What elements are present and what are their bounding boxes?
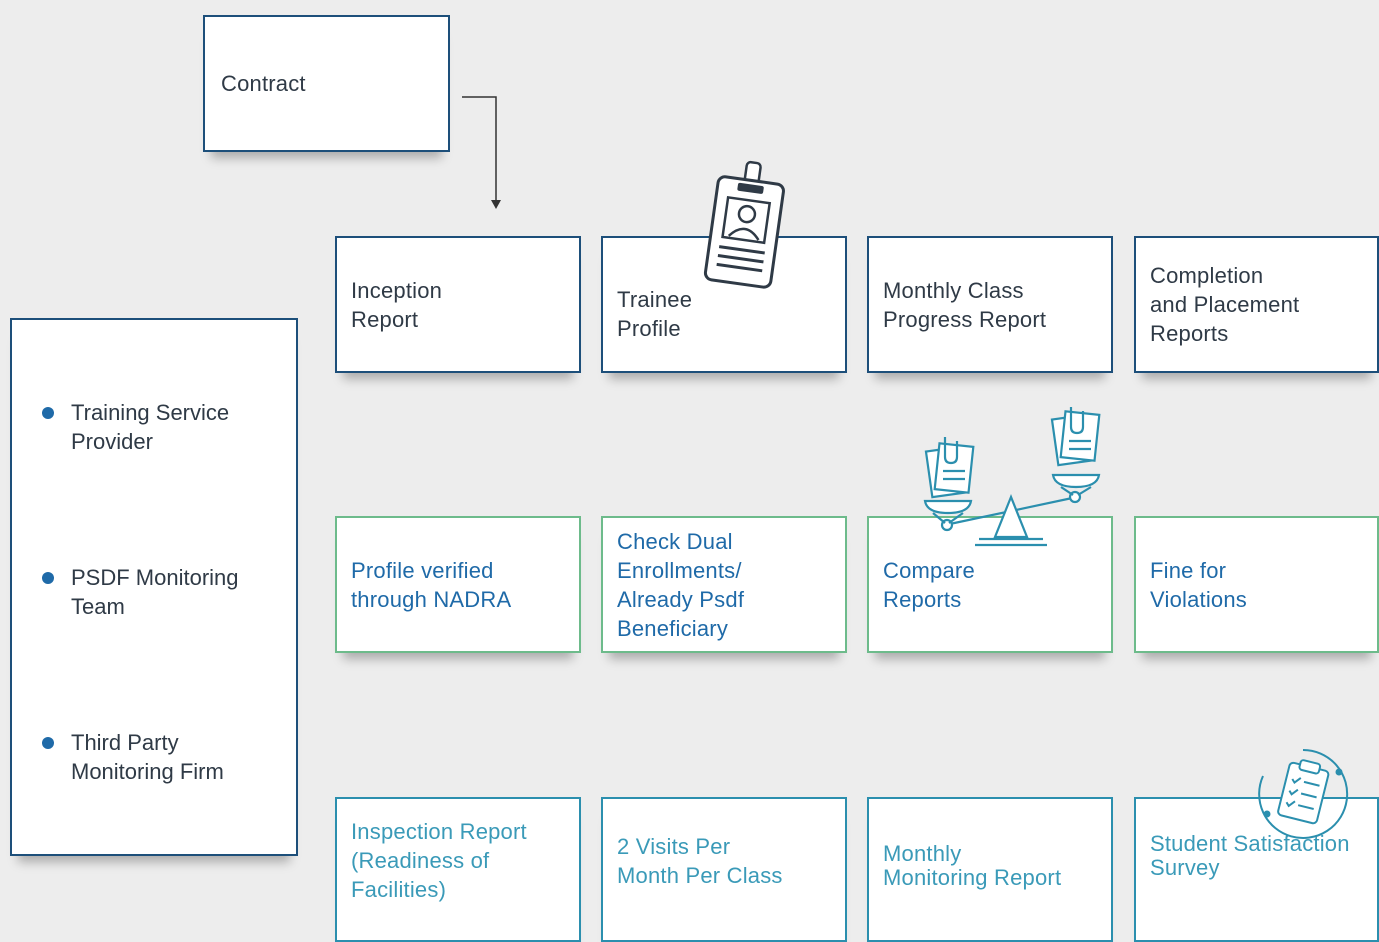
- fine-for-violations-label: Fine for Violations: [1150, 557, 1247, 612]
- contract-box: Contract: [203, 15, 450, 152]
- check-dual-enrollments-label: Check Dual Enrollments/ Already Psdf Ben…: [617, 528, 745, 641]
- bullet-icon: [42, 572, 54, 584]
- inspection-report-label: Inspection Report (Readiness of Faciliti…: [351, 819, 527, 902]
- stakeholder-legend: Training Service Provider PSDF Monitorin…: [10, 318, 298, 856]
- two-visits-per-month-box: 2 Visits Per Month Per Class: [601, 797, 847, 942]
- completion-placement-reports-label: Completion and Placement Reports: [1150, 263, 1300, 346]
- student-satisfaction-survey-label: Student Satisfaction Survey: [1150, 830, 1350, 880]
- bullet-icon: [42, 737, 54, 749]
- check-dual-enrollments-box: Check Dual Enrollments/ Already Psdf Ben…: [601, 516, 847, 653]
- monthly-monitoring-report-label: Monthly Monitoring Report: [883, 840, 1062, 890]
- inception-report-label: Inception Report: [351, 277, 443, 332]
- id-badge-icon: [703, 160, 785, 289]
- legend-item-label: Third Party Monitoring Firm: [71, 730, 224, 784]
- legend-item-psdf-monitoring-team: PSDF Monitoring Team: [42, 563, 239, 621]
- monthly-class-progress-report-label: Monthly Class Progress Report: [883, 277, 1047, 332]
- legend-item-label: Training Service Provider: [71, 400, 230, 454]
- clipboard-checklist-icon: [1258, 748, 1349, 839]
- contract-label: Contract: [221, 71, 306, 96]
- inception-report-box: Inception Report: [335, 236, 581, 373]
- compare-reports-label: Compare Reports: [883, 557, 975, 612]
- inspection-report-box: Inspection Report (Readiness of Faciliti…: [335, 797, 581, 942]
- monthly-monitoring-report-box: Monthly Monitoring Report: [867, 797, 1113, 942]
- balance-scale-icon: [923, 407, 1101, 547]
- two-visits-per-month-label: 2 Visits Per Month Per Class: [617, 833, 783, 888]
- legend-item-third-party-monitoring-firm: Third Party Monitoring Firm: [42, 728, 224, 786]
- legend-item-label: PSDF Monitoring Team: [71, 565, 239, 619]
- legend-item-training-service-provider: Training Service Provider: [42, 398, 229, 456]
- trainee-profile-label: Trainee Profile: [617, 286, 693, 341]
- bullet-icon: [42, 407, 54, 419]
- profile-verified-nadra-box: Profile verified through NADRA: [335, 516, 581, 653]
- profile-verified-nadra-label: Profile verified through NADRA: [351, 557, 512, 612]
- monthly-class-progress-report-box: Monthly Class Progress Report: [867, 236, 1113, 373]
- completion-placement-reports-box: Completion and Placement Reports: [1134, 236, 1379, 373]
- fine-for-violations-box: Fine for Violations: [1134, 516, 1379, 653]
